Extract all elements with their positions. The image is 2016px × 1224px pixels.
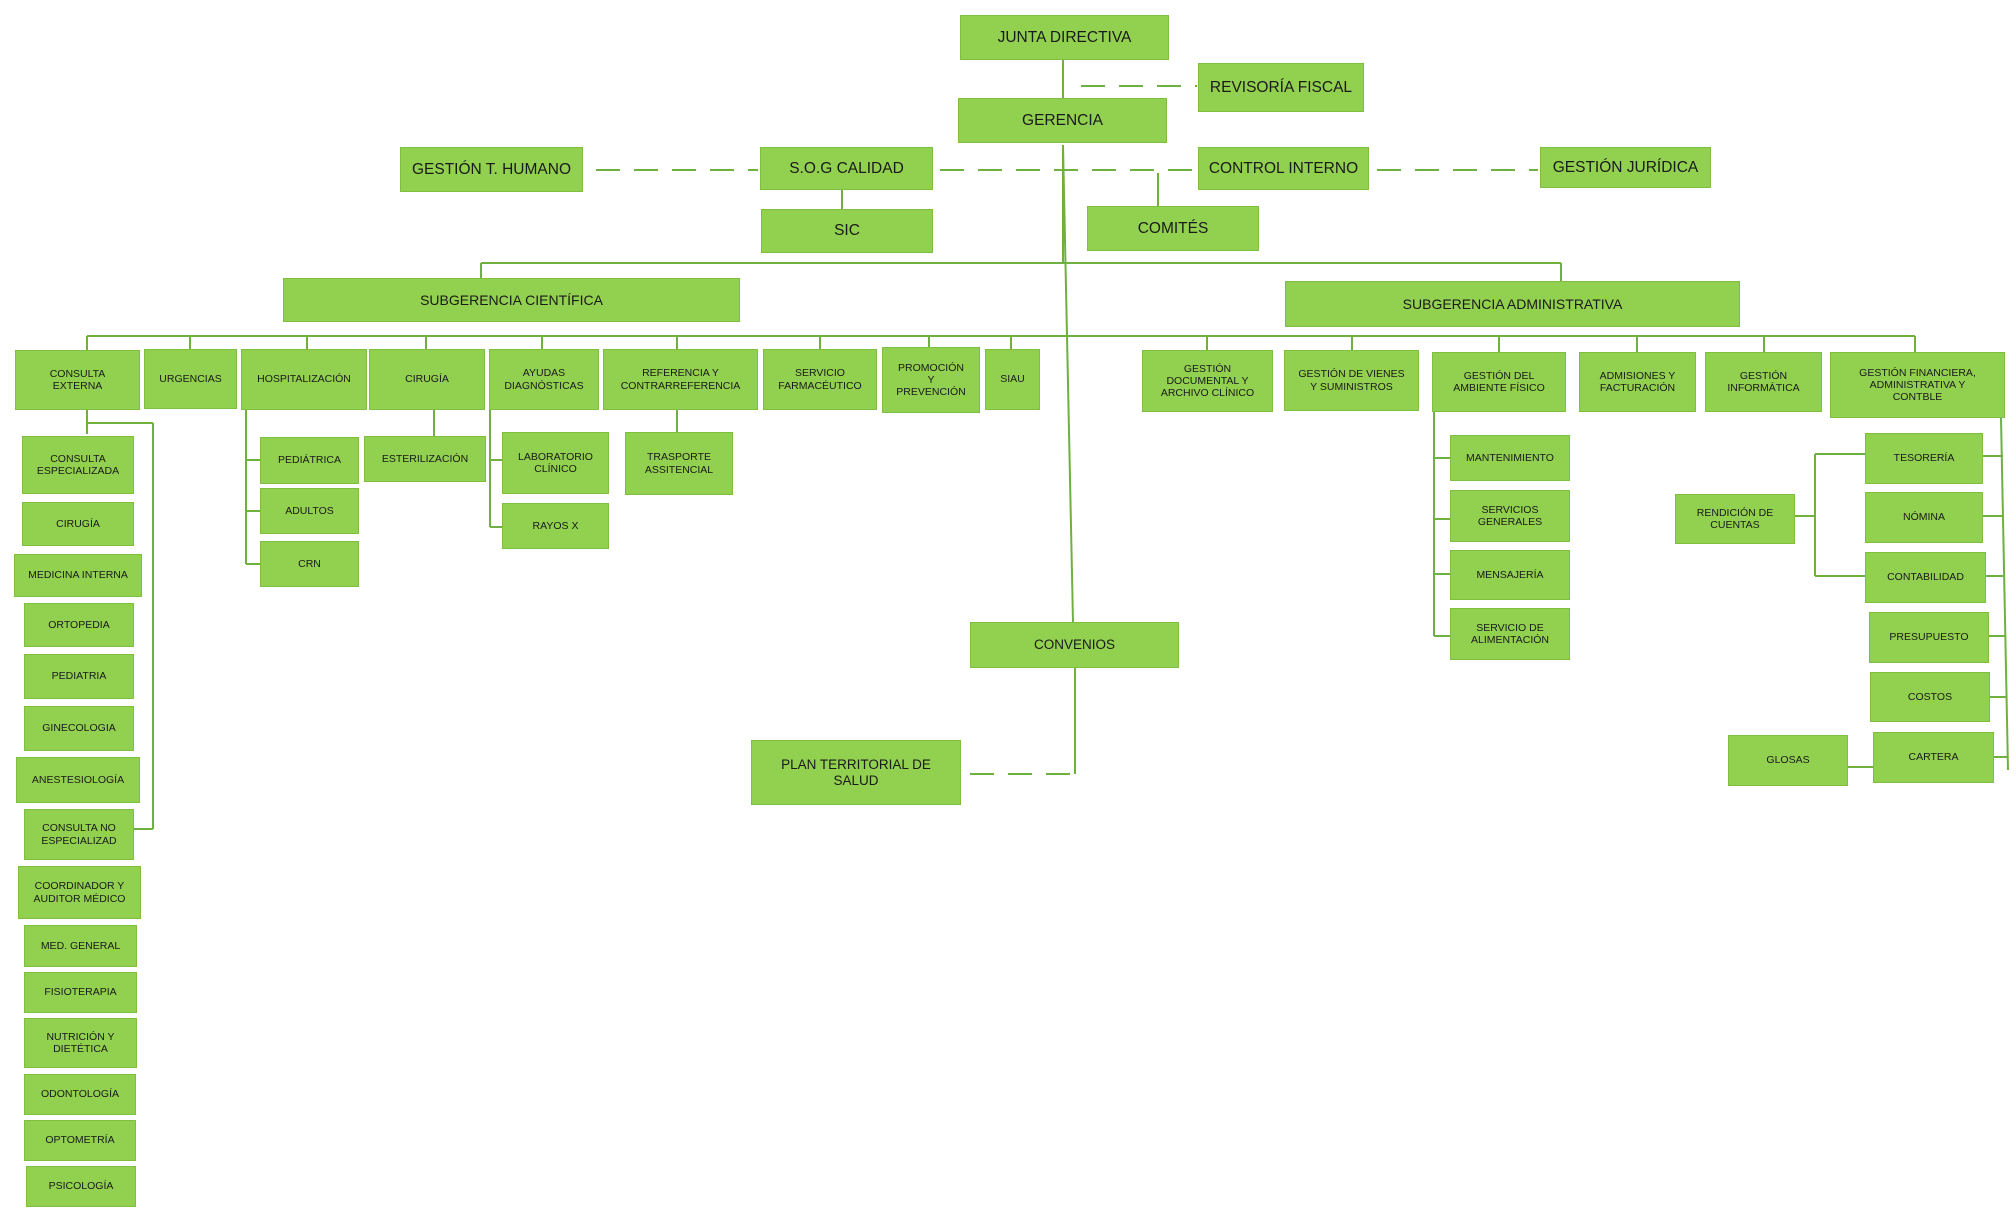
consulta-especializada-box: CONSULTA ESPECIALIZADA	[22, 436, 134, 494]
servicio-alimentacion-box: SERVICIO DE ALIMENTACIÓN	[1450, 608, 1570, 660]
consulta-externa-box: CONSULTA EXTERNA	[15, 350, 140, 410]
anestesiologia-box: ANESTESIOLOGÍA	[16, 757, 140, 803]
psicologia-box: PSICOLOGÍA	[26, 1166, 136, 1207]
siau-box: SIAU	[985, 349, 1040, 410]
rendicion-cuentas-box: RENDICIÓN DE CUENTAS	[1675, 494, 1795, 544]
referencia-box: REFERENCIA Y CONTRARREFERENCIA	[603, 349, 758, 410]
sog-calidad-box: S.O.G CALIDAD	[760, 147, 933, 190]
nomina-box: NÓMINA	[1865, 492, 1983, 543]
subgerencia-cientifica-box: SUBGERENCIA CIENTÍFICA	[283, 278, 740, 322]
pediatrica-box: PEDIÁTRICA	[260, 437, 359, 484]
ayudas-diagnosticas-box: AYUDAS DIAGNÓSTICAS	[489, 349, 599, 410]
junta-directiva-box: JUNTA DIRECTIVA	[960, 15, 1169, 60]
gestion-bienes-box: GESTIÓN DE VIENES Y SUMINISTROS	[1284, 350, 1419, 411]
promocion-prevencion-box: PROMOCIÓN Y PREVENCIÓN	[882, 347, 980, 413]
comites-box: COMITÉS	[1087, 206, 1259, 251]
sic-box: SIC	[761, 209, 933, 253]
hospitalizacion-box: HOSPITALIZACIÓN	[241, 349, 367, 410]
gerencia-box: GERENCIA	[958, 98, 1167, 143]
coordinador-auditor-box: COORDINADOR Y AUDITOR MÉDICO	[18, 866, 141, 919]
crn-box: CRN	[260, 541, 359, 587]
consulta-no-especializada-box: CONSULTA NO ESPECIALIZAD	[24, 809, 134, 860]
gestion-juridica-box: GESTIÓN JURÍDICA	[1540, 147, 1711, 188]
ce-cirugia-box: CIRUGÍA	[22, 502, 134, 546]
esterilizacion-box: ESTERILIZACIÓN	[364, 436, 486, 482]
nutricion-box: NUTRICIÓN Y DIETÉTICA	[24, 1018, 137, 1068]
pediatria-box: PEDIATRIA	[24, 654, 134, 699]
revisoria-fiscal-box: REVISORÍA FISCAL	[1198, 63, 1364, 112]
admisiones-box: ADMISIONES Y FACTURACIÓN	[1579, 352, 1696, 412]
glosas-box: GLOSAS	[1728, 735, 1848, 786]
adultos-box: ADULTOS	[260, 488, 359, 534]
ginecologia-box: GINECOLOGIA	[24, 706, 134, 751]
servicio-farmaceutico-box: SERVICIO FARMACÉUTICO	[763, 349, 877, 410]
plan-territorial-box: PLAN TERRITORIAL DE SALUD	[751, 740, 961, 805]
laboratorio-box: LABORATORIO CLÍNICO	[502, 432, 609, 494]
tesoreria-box: TESORERÍA	[1865, 433, 1983, 484]
cirugia-box: CIRUGÍA	[369, 349, 485, 410]
cartera-box: CARTERA	[1873, 732, 1994, 783]
subgerencia-administrativa-box: SUBGERENCIA ADMINISTRATIVA	[1285, 281, 1740, 327]
trasporte-asistencial-box: TRASPORTE ASSITENCIAL	[625, 432, 733, 495]
gestion-documental-box: GESTIÓN DOCUMENTAL Y ARCHIVO CLÍNICO	[1142, 350, 1273, 412]
med-general-box: MED. GENERAL	[24, 925, 137, 967]
mensajeria-box: MENSAJERÍA	[1450, 550, 1570, 600]
fisioterapia-box: FISIOTERAPIA	[24, 972, 137, 1013]
control-interno-box: CONTROL INTERNO	[1198, 147, 1369, 190]
costos-box: COSTOS	[1870, 672, 1990, 722]
mantenimiento-box: MANTENIMIENTO	[1450, 435, 1570, 481]
gestion-humano-box: GESTIÓN T. HUMANO	[400, 147, 583, 192]
urgencias-box: URGENCIAS	[144, 349, 237, 409]
rayos-x-box: RAYOS X	[502, 503, 609, 549]
convenios-box: CONVENIOS	[970, 622, 1179, 668]
ortopedia-box: ORTOPEDIA	[24, 603, 134, 647]
gestion-ambiente-box: GESTIÓN DEL AMBIENTE FÍSICO	[1432, 352, 1566, 412]
gestion-informatica-box: GESTIÓN INFORMÁTICA	[1705, 352, 1822, 412]
optometria-box: OPTOMETRÍA	[24, 1120, 136, 1161]
servicios-generales-box: SERVICIOS GENERALES	[1450, 490, 1570, 542]
gestion-financiera-box: GESTIÓN FINANCIERA, ADMINISTRATIVA Y CON…	[1830, 352, 2005, 418]
medicina-interna-box: MEDICINA INTERNA	[14, 554, 142, 597]
contabilidad-box: CONTABILIDAD	[1865, 552, 1986, 603]
odontologia-box: ODONTOLOGÍA	[24, 1074, 136, 1115]
presupuesto-box: PRESUPUESTO	[1869, 612, 1989, 663]
